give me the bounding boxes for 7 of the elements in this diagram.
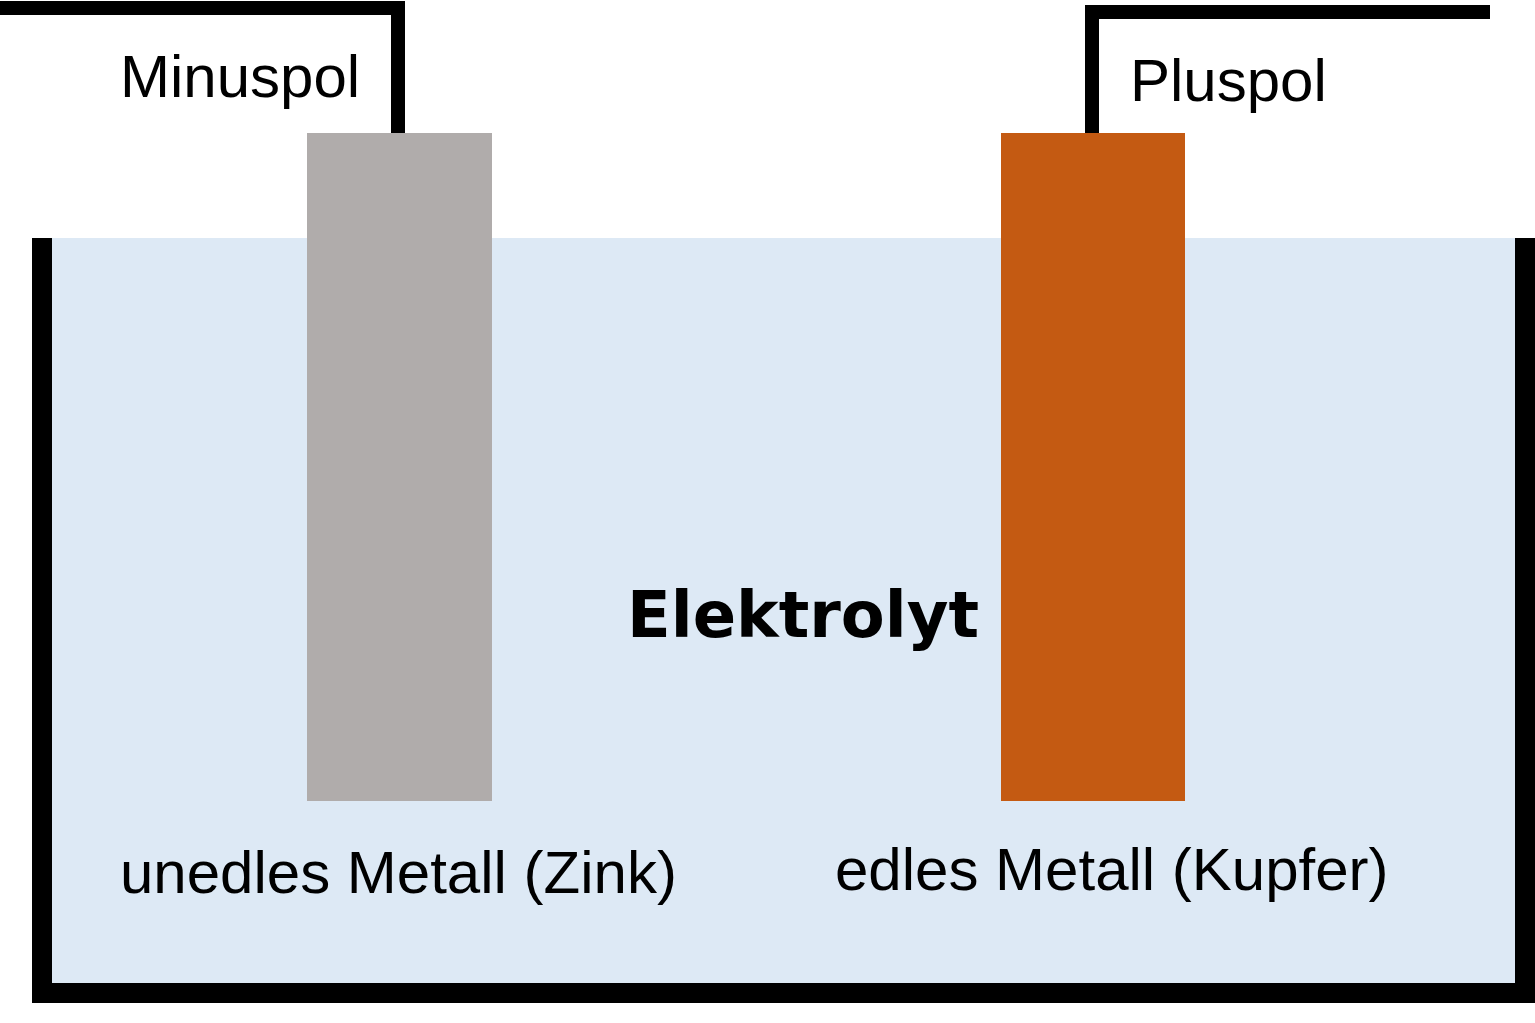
electrolyte-label: Elektrolyt [627,578,979,652]
electrode-label: edles Metall (Kupfer) [835,835,1389,904]
electrode-label: unedles Metall (Zink) [120,838,677,907]
terminal-label: Pluspol [1130,46,1327,115]
terminal-label: Minuspol [120,42,361,111]
metal-electrode [307,133,492,801]
metal-electrode [1001,133,1185,801]
